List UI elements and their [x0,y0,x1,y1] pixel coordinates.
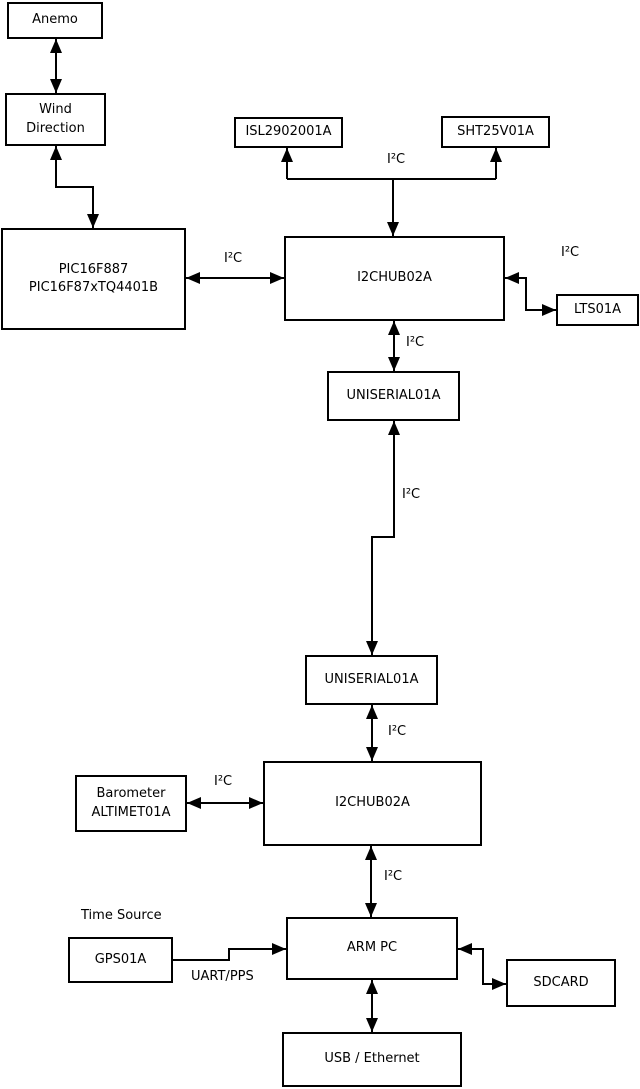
node-isl2902001a: ISL2902001A [234,117,343,148]
node-i2chub02a-top: I2CHUB02A [284,236,505,321]
node-barometer-altimet01a: Barometer ALTIMET01A [75,775,187,832]
node-usb-ethernet: USB / Ethernet [282,1032,462,1087]
node-pic16f887: PIC16F887 PIC16F87xTQ4401B [1,228,186,330]
node-uniserial01a-bottom: UNISERIAL01A [305,655,438,705]
node-label: SHT25V01A [457,123,534,139]
node-i2chub02a-bottom: I2CHUB02A [263,761,482,846]
node-arm-pc: ARM PC [286,917,458,980]
node-wind-direction: Wind Direction [5,93,106,146]
node-label: USB / Ethernet [324,1051,420,1067]
node-label: Anemo [32,12,78,28]
edge-label-i2c-hub-serial: I²C [406,335,425,350]
edge-label-i2c-serial-link: I²C [402,487,421,502]
node-label: Barometer ALTIMET01A [91,786,171,820]
node-label: UNISERIAL01A [346,387,441,403]
edge-uniserial-uniserial [366,421,400,655]
edge-armpc-sdcard [458,943,506,990]
edge-wind-pic [50,146,99,228]
node-label: LTS01A [573,301,622,317]
edge-label-i2c-sensor-bus: I²C [387,152,406,167]
edge-label-i2c-serial-hub2: I²C [388,724,407,739]
node-label: ARM PC [346,940,398,956]
edge-label-i2c-lts: I²C [561,245,580,260]
edge-label-time-source: Time Source [81,908,162,923]
edge-label-i2c-barometer: I²C [214,774,233,789]
node-uniserial01a-top: UNISERIAL01A [327,371,460,421]
node-label: Wind Direction [26,102,85,136]
node-gps01a: GPS01A [68,937,173,983]
edge-i2chub-lts [505,272,556,316]
edge-label-i2c-hub2-arm: I²C [384,869,403,884]
node-label: ISL2902001A [245,124,332,140]
node-label: PIC16F887 PIC16F87xTQ4401B [28,261,159,295]
edge-label-uart-pps: UART/PPS [191,969,254,984]
node-sht25v01a: SHT25V01A [441,116,550,148]
node-label: SDCARD [533,974,589,990]
node-label: UNISERIAL01A [324,671,419,687]
edge-gps-armpc [173,943,286,961]
node-label: I2CHUB02A [335,795,410,811]
edge-label-i2c-pic-hub: I²C [224,251,243,266]
node-label: GPS01A [94,951,147,967]
node-anemo: Anemo [7,2,103,39]
node-label: I2CHUB02A [357,270,432,286]
node-sdcard: SDCARD [506,959,616,1007]
node-lts01a: LTS01A [556,294,639,326]
